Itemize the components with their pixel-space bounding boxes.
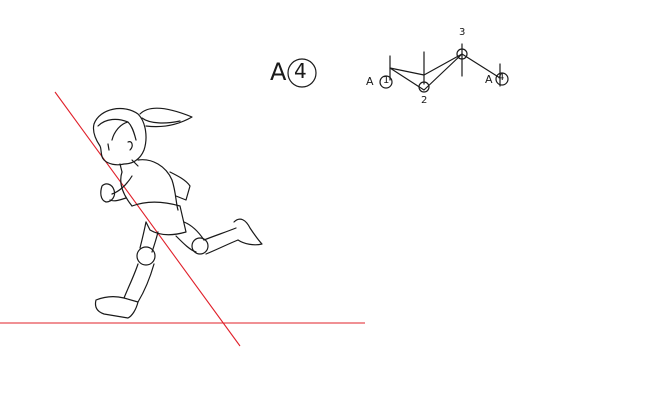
back-arm [169, 171, 191, 201]
back-thigh [175, 221, 205, 253]
eye [107, 143, 110, 151]
chart-key-2-circle [418, 81, 430, 93]
head [92, 107, 147, 166]
key-a-left: A [366, 75, 374, 88]
chart-key-1-circle [379, 75, 393, 89]
frame-label-prefix: A [270, 58, 287, 86]
neck [119, 159, 139, 173]
lean-diagonal-line [54, 91, 241, 347]
key-3: 3 [459, 27, 466, 38]
key-1: 1 [383, 75, 390, 86]
back-knee [191, 237, 209, 255]
guide-lines [0, 91, 365, 347]
key-4: 4 [498, 72, 505, 83]
front-knee [136, 246, 156, 266]
chart-key-4-circle [495, 72, 509, 86]
ponytail [139, 107, 193, 128]
chart-baseline [389, 53, 501, 79]
spacing-chart [287, 43, 509, 93]
key-2: 2 [421, 95, 428, 106]
front-shin [123, 263, 155, 303]
ear [127, 141, 133, 151]
torso [120, 159, 179, 211]
frame-label-number: 4 [294, 59, 307, 83]
front-foot [94, 296, 139, 319]
key-a-right: A [485, 73, 493, 86]
back-foot [233, 218, 263, 246]
back-shin [203, 227, 239, 255]
chart-key-3-circle [456, 48, 468, 60]
running-girl-figure [92, 107, 263, 319]
hips [131, 201, 187, 236]
frame-label-circle [287, 58, 317, 88]
chart-lower-arc [389, 53, 463, 91]
hair-bangs [97, 118, 137, 141]
fist [100, 183, 116, 203]
